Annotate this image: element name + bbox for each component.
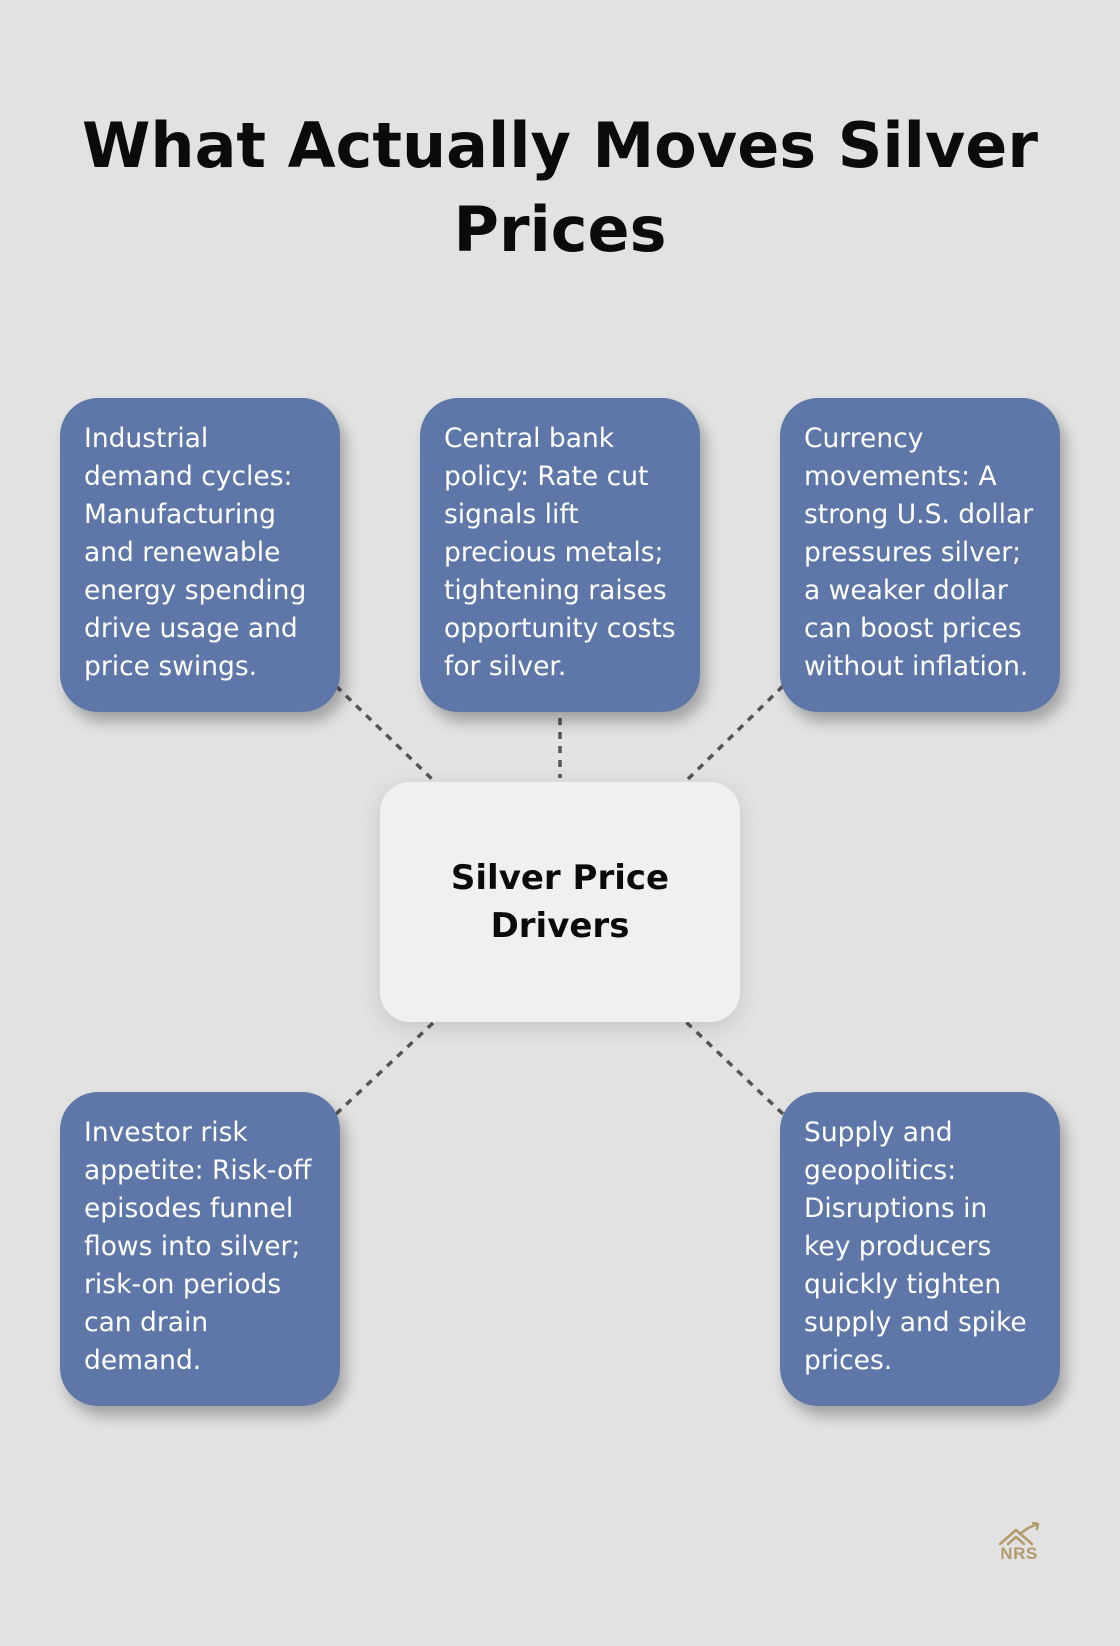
connector-currency: [684, 684, 785, 783]
driver-industrial-demand-text: Industrial demand cycles: Manufacturing …: [84, 423, 307, 682]
driver-supply-geopolitics-text: Supply and geopolitics: Disruptions in k…: [804, 1117, 1027, 1376]
driver-investor-risk-appetite: Investor risk appetite: Risk-off episode…: [60, 1092, 340, 1406]
connector-investor: [334, 1020, 436, 1116]
center-node: Silver Price Drivers: [380, 782, 740, 1022]
connector-supply: [684, 1020, 785, 1116]
driver-currency-movements: Currency movements: A strong U.S. dollar…: [780, 398, 1060, 712]
logo-text: NRS: [1000, 1544, 1038, 1563]
brand-logo: NRS: [994, 1521, 1044, 1566]
driver-currency-movements-text: Currency movements: A strong U.S. dollar…: [804, 423, 1034, 682]
driver-industrial-demand: Industrial demand cycles: Manufacturing …: [60, 398, 340, 712]
page-title: What Actually Moves Silver Prices: [82, 109, 1038, 266]
driver-investor-risk-appetite-text: Investor risk appetite: Risk-off episode…: [84, 1117, 312, 1376]
house-chart-icon: [998, 1521, 1040, 1546]
driver-central-bank-policy-text: Central bank policy: Rate cut signals li…: [444, 423, 676, 682]
center-node-label: Silver Price Drivers: [450, 858, 670, 946]
connector-industrial: [334, 684, 436, 783]
driver-central-bank-policy: Central bank policy: Rate cut signals li…: [420, 398, 700, 712]
driver-supply-geopolitics: Supply and geopolitics: Disruptions in k…: [780, 1092, 1060, 1406]
